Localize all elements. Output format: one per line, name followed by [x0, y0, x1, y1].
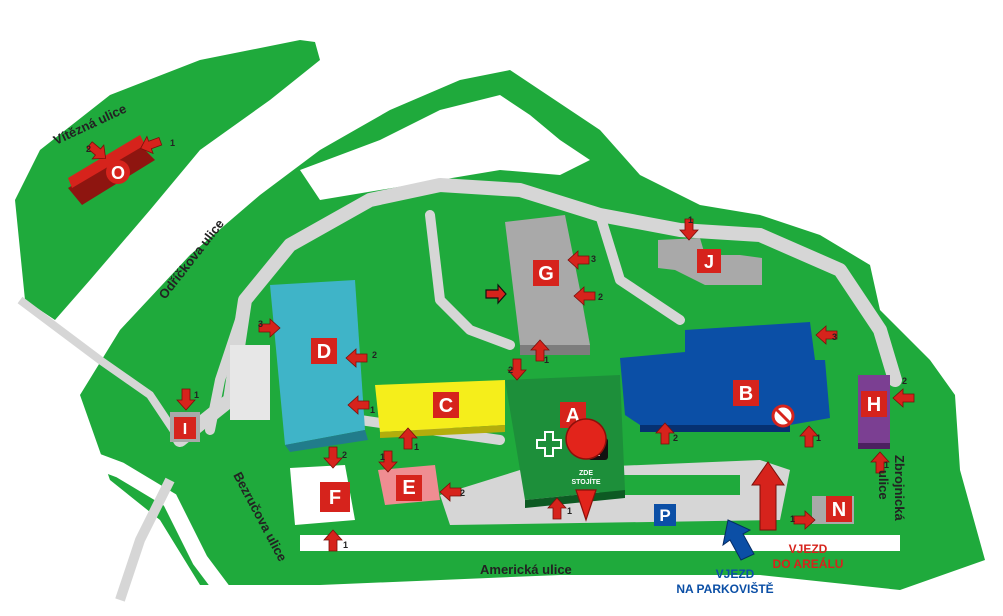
- you-are-here-line1: ZDE: [579, 470, 593, 477]
- label-D: D: [317, 341, 331, 363]
- num-i1: 1: [194, 390, 199, 400]
- green-strip-northwest: [15, 40, 320, 320]
- num-e1: 1: [380, 452, 385, 462]
- label-box-N: [826, 496, 852, 522]
- entrance-numbers: 1 2 3 2 1 3 2 1 1 2 1 3 2 1 2 1 1 1 1 2 …: [86, 138, 907, 550]
- num-o1: 1: [170, 138, 175, 148]
- label-O: O: [111, 163, 125, 183]
- side-path: [115, 477, 175, 602]
- label-box-I: [174, 417, 196, 439]
- label-J: J: [704, 252, 714, 272]
- num-b2: 2: [673, 433, 678, 443]
- you-are-here-line2: STOJÍTE: [571, 477, 600, 486]
- num-g3: 3: [591, 254, 596, 264]
- entry-parking-line1: VJEZD: [716, 567, 755, 581]
- label-box-H: [861, 391, 887, 417]
- num-d1: 1: [370, 405, 375, 415]
- entry-parking-line2: NA PARKOVIŠTĚ: [676, 581, 773, 596]
- you-are-here-pin: ZDE STOJÍTE: [565, 418, 607, 522]
- label-C: C: [439, 395, 453, 417]
- num-h1: 1: [884, 460, 889, 470]
- label-box-G: [533, 260, 559, 286]
- building-O[interactable]: [68, 135, 155, 205]
- entry-area-line2: DO AREÁLU: [773, 556, 844, 571]
- building-F[interactable]: [290, 465, 355, 525]
- arrow-G-side: [485, 283, 507, 305]
- parking-letter: P: [659, 506, 670, 525]
- label-B: B: [739, 383, 753, 405]
- parking-sign-icon: P: [654, 504, 676, 526]
- building-B[interactable]: [620, 322, 830, 432]
- num-n1: 1: [790, 514, 795, 524]
- num-j1: 1: [688, 215, 693, 225]
- num-d3: 3: [258, 319, 263, 329]
- label-box-D: [311, 338, 337, 364]
- street-zbrojnicka-1: Zbrojnická: [892, 455, 907, 522]
- label-F: F: [329, 487, 341, 509]
- north-clearing: [300, 95, 590, 200]
- entrance-arrows: [83, 132, 915, 552]
- bezrucova-road: [0, 412, 237, 605]
- label-box-J: [697, 249, 721, 273]
- parking-entry-arrow: [722, 519, 755, 561]
- label-G: G: [538, 263, 554, 285]
- label-E: E: [402, 477, 415, 499]
- label-box-C: [433, 392, 459, 418]
- building-A[interactable]: [505, 375, 625, 508]
- west-path: [17, 296, 184, 443]
- area-entry-arrow: [751, 461, 785, 531]
- num-b1: 1: [816, 433, 821, 443]
- num-f2: 2: [342, 450, 347, 460]
- street-americka: Americká ulice: [480, 562, 572, 577]
- num-g1: 1: [544, 355, 549, 365]
- num-a1: 1: [567, 506, 572, 516]
- no-entry-sign-icon: [771, 404, 795, 428]
- num-o2: 2: [86, 144, 91, 154]
- street-zbrojnicka-2: ulice: [876, 470, 891, 500]
- entry-area-line1: VJEZD: [789, 542, 828, 556]
- num-c1: 1: [414, 442, 419, 452]
- num-g2: 2: [598, 292, 603, 302]
- num-f1: 1: [343, 540, 348, 550]
- num-e2: 2: [460, 488, 465, 498]
- label-N: N: [832, 499, 846, 521]
- num-a2: 2: [508, 365, 513, 375]
- pharmacy-icon: [536, 431, 562, 457]
- parking-island: [600, 475, 740, 495]
- num-b3: 3: [832, 332, 837, 342]
- label-box-B: [733, 380, 759, 406]
- num-h2: 2: [902, 376, 907, 386]
- label-H: H: [867, 394, 881, 416]
- num-d2: 2: [372, 350, 377, 360]
- label-I: I: [183, 421, 187, 438]
- label-box-E: [396, 475, 422, 501]
